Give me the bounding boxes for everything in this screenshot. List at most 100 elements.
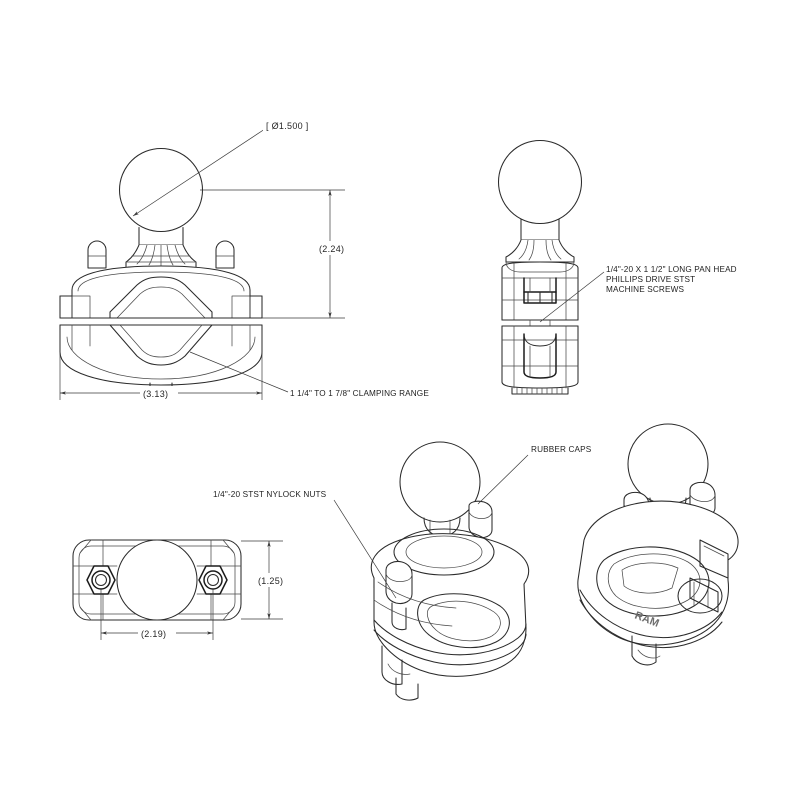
clamp-upper-flange-right-edge xyxy=(249,295,263,319)
note-clamping-range: 1 1/4" TO 1 7/8" CLAMPING RANGE xyxy=(189,351,429,398)
width-label-backing xyxy=(140,386,178,400)
body-depth-label: (1.25) xyxy=(258,576,283,586)
side-bottom-strip xyxy=(511,387,569,395)
iso2-nut-recess xyxy=(677,578,723,614)
depth-label-backing xyxy=(255,573,291,587)
rubber-caps-leader xyxy=(477,454,529,505)
side-nut-top-curve xyxy=(523,333,557,347)
rubber-cap-right xyxy=(215,240,235,269)
iso2-parting-line xyxy=(579,589,723,639)
top-hex-nut-right-body xyxy=(198,565,228,595)
side-knurl-marks xyxy=(516,387,563,395)
view-isometric-rear: RAM xyxy=(577,423,739,666)
dimension-body-depth: (1.25) xyxy=(241,540,291,620)
iso2-foot xyxy=(631,635,657,666)
machine-screws-line-1: 1/4"-20 X 1 1/2" LONG PAN HEAD xyxy=(606,265,737,274)
diameter-label-backing xyxy=(263,118,319,132)
machine-screws-leader xyxy=(539,271,605,323)
iso-rubber-cap-front-rim xyxy=(385,573,413,582)
top-chamfer-bl xyxy=(79,606,92,621)
side-rib-4 xyxy=(551,239,562,260)
top-hex-nut-left-hole xyxy=(94,573,108,587)
top-chamfer-tr xyxy=(222,539,235,554)
ball-sphere xyxy=(118,147,204,233)
iso2-nut-pocket xyxy=(689,577,719,613)
rubber-cap-left xyxy=(87,240,107,269)
ball-diameter-label: [ Ø1.500 ] xyxy=(266,121,309,131)
dimension-overall-width: (3.13) xyxy=(59,330,263,400)
iso2-bolt-boss xyxy=(699,539,729,579)
dimension-bolt-spacing: (2.19) xyxy=(100,589,214,640)
top-hex-nut-left-body xyxy=(86,565,116,595)
dimension-overall-height: (2.24) xyxy=(200,189,352,319)
top-hex-nut-left xyxy=(86,565,116,595)
overall-width-label: (3.13) xyxy=(143,389,168,399)
side-ball-sphere xyxy=(497,139,583,225)
clamping-range-leader xyxy=(189,351,289,393)
clamp-upper-inner-contour xyxy=(77,271,245,292)
iso2-parting-line-2 xyxy=(579,599,723,649)
clamp-lower-shell xyxy=(59,324,263,386)
note-nylock-nuts: 1/4"-20 STST NYLOCK NUTS xyxy=(213,490,397,599)
side-ball-base xyxy=(505,239,575,263)
iso-jaw-recess-inner xyxy=(427,600,501,642)
height-label-backing xyxy=(316,241,352,255)
bolt-spacing-label: (2.19) xyxy=(141,629,166,639)
side-clamp-lower-body xyxy=(501,325,579,389)
iso-foot-left xyxy=(381,645,403,685)
side-rib-1 xyxy=(518,239,529,260)
view-isometric-front: RUBBER CAPS 1/4"-20 STST NYLOCK NUTS xyxy=(213,441,592,701)
diameter-leader-line xyxy=(132,126,269,217)
iso-ball-seat-inner xyxy=(405,535,483,569)
clamping-range-label: 1 1/4" TO 1 7/8" CLAMPING RANGE xyxy=(290,389,429,398)
iso-ball-seat-outer xyxy=(393,528,495,576)
rubber-caps-label: RUBBER CAPS xyxy=(531,445,592,454)
iso-rubber-cap-rear xyxy=(468,500,493,539)
clamp-upper-flange-left-edge xyxy=(59,295,73,319)
machine-screws-line-3: MACHINE SCREWS xyxy=(606,285,684,294)
machine-screws-line-2: PHILLIPS DRIVE STST xyxy=(606,275,695,284)
iso-parting-line-2 xyxy=(373,629,527,666)
top-ball-circle xyxy=(116,539,198,621)
top-chamfer-br xyxy=(222,606,235,621)
iso2-rubber-cap-right-rim xyxy=(689,494,716,502)
dimension-ball-diameter: [ Ø1.500 ] xyxy=(132,118,319,217)
view-side-elevation: 1/4"-20 X 1 1/2" LONG PAN HEAD PHILLIPS … xyxy=(497,139,737,395)
iso2-bolt-boss-line xyxy=(703,545,725,557)
view-front-elevation: [ Ø1.500 ] (2.24) (3.13) 1 1/ xyxy=(59,118,429,400)
iso-rubber-cap-rear-rim xyxy=(468,511,493,519)
iso2-foot-detail xyxy=(637,649,661,659)
clamp-upper-jaw xyxy=(109,276,213,319)
view-top-plan: (1.25) (2.19) xyxy=(72,539,291,640)
iso-body-rib-1 xyxy=(373,599,453,627)
side-rib-3 xyxy=(545,239,552,261)
iso2-inner-pad xyxy=(621,562,679,594)
side-nut-pocket xyxy=(523,333,557,379)
side-rib-2 xyxy=(528,239,535,261)
note-rubber-caps: RUBBER CAPS xyxy=(477,445,592,505)
side-upper-dome xyxy=(505,261,575,273)
iso-foot-detail xyxy=(387,663,411,675)
note-machine-screws: 1/4"-20 X 1 1/2" LONG PAN HEAD PHILLIPS … xyxy=(539,265,737,323)
clamp-upper-jaw-inner xyxy=(116,286,206,319)
side-clamp-upper-body xyxy=(501,261,579,321)
nylock-nuts-leader xyxy=(333,499,397,599)
iso-screw-shank-front xyxy=(391,602,407,631)
nylock-nuts-label: 1/4"-20 STST NYLOCK NUTS xyxy=(213,490,327,499)
iso-body-rib-2 xyxy=(377,581,457,609)
overall-height-label: (2.24) xyxy=(319,244,344,254)
iso2-jaw-recess-inner xyxy=(607,553,701,609)
iso-parting-line xyxy=(373,619,527,656)
iso-jaw-recess xyxy=(417,593,510,649)
clamp-lower-inner-contour xyxy=(66,336,256,380)
iso-rubber-cap-front xyxy=(385,560,413,604)
top-hex-nut-right xyxy=(198,565,228,595)
clamp-lower-jaw xyxy=(109,324,213,366)
iso-neck-ribs xyxy=(429,519,451,535)
top-chamfer-tl xyxy=(79,539,92,554)
clamp-upper-shell xyxy=(71,265,251,319)
iso-ball-sphere xyxy=(399,441,481,523)
top-hex-nut-right-hole xyxy=(206,573,220,587)
iso-foot-bottom xyxy=(395,677,419,701)
